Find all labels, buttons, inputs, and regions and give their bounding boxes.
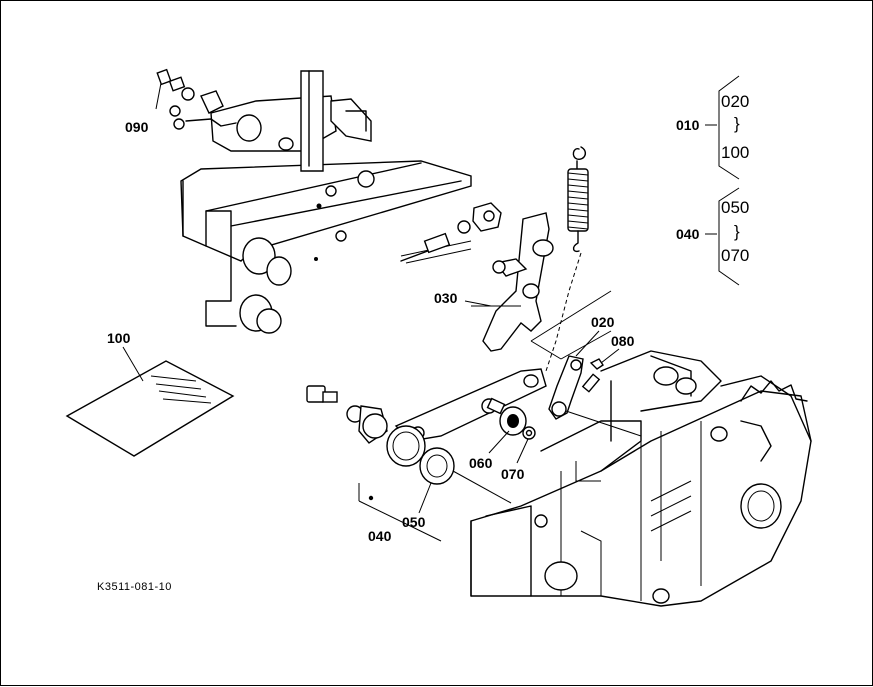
- leader-030: [464, 300, 492, 307]
- bolt-stack-090: [156, 68, 237, 130]
- callout-020: 020: [591, 314, 615, 330]
- small-lever-020: [548, 355, 642, 437]
- callout-060: 060: [469, 455, 493, 471]
- legend-sep-040: }: [734, 222, 740, 241]
- instruction-sheet-100: [65, 360, 235, 457]
- legend-to-100: 100: [721, 143, 749, 162]
- return-spring: [545, 146, 589, 372]
- legend-to-070: 070: [721, 246, 749, 265]
- leader-090: [155, 82, 162, 110]
- leader-080: [600, 348, 620, 364]
- link-rod: [400, 202, 502, 262]
- callout-080: 080: [611, 333, 635, 349]
- legend-from-020: 020: [721, 92, 749, 111]
- legend-group-040: 040 050 } 070: [676, 187, 749, 286]
- legend-from-050: 050: [721, 198, 749, 217]
- legend-sep-010: }: [734, 114, 740, 133]
- legend-parent-040: 040: [676, 226, 700, 242]
- drawing-code: K3511-081-10: [97, 581, 172, 593]
- callout-050: 050: [402, 514, 426, 530]
- leader-060: [488, 430, 510, 454]
- leader-100: [122, 346, 144, 382]
- transmission-housing: [470, 350, 812, 607]
- callout-100: 100: [107, 330, 131, 346]
- callout-090: 090: [125, 119, 149, 135]
- lever-030: [482, 212, 554, 352]
- callout-040: 040: [368, 528, 392, 544]
- leader-070: [516, 438, 529, 464]
- pivot-bolt-stack: [306, 385, 512, 542]
- legend-parent-010: 010: [676, 117, 700, 133]
- legend-group-010: 010 020 } 100: [676, 75, 749, 180]
- callout-labels: 090 030 020 080 100 060 070 050 040: [107, 82, 635, 544]
- main-bracket: [180, 70, 472, 334]
- leader-050: [418, 482, 432, 514]
- callout-070: 070: [501, 466, 525, 482]
- callout-030: 030: [434, 290, 458, 306]
- leader-020: [575, 330, 600, 357]
